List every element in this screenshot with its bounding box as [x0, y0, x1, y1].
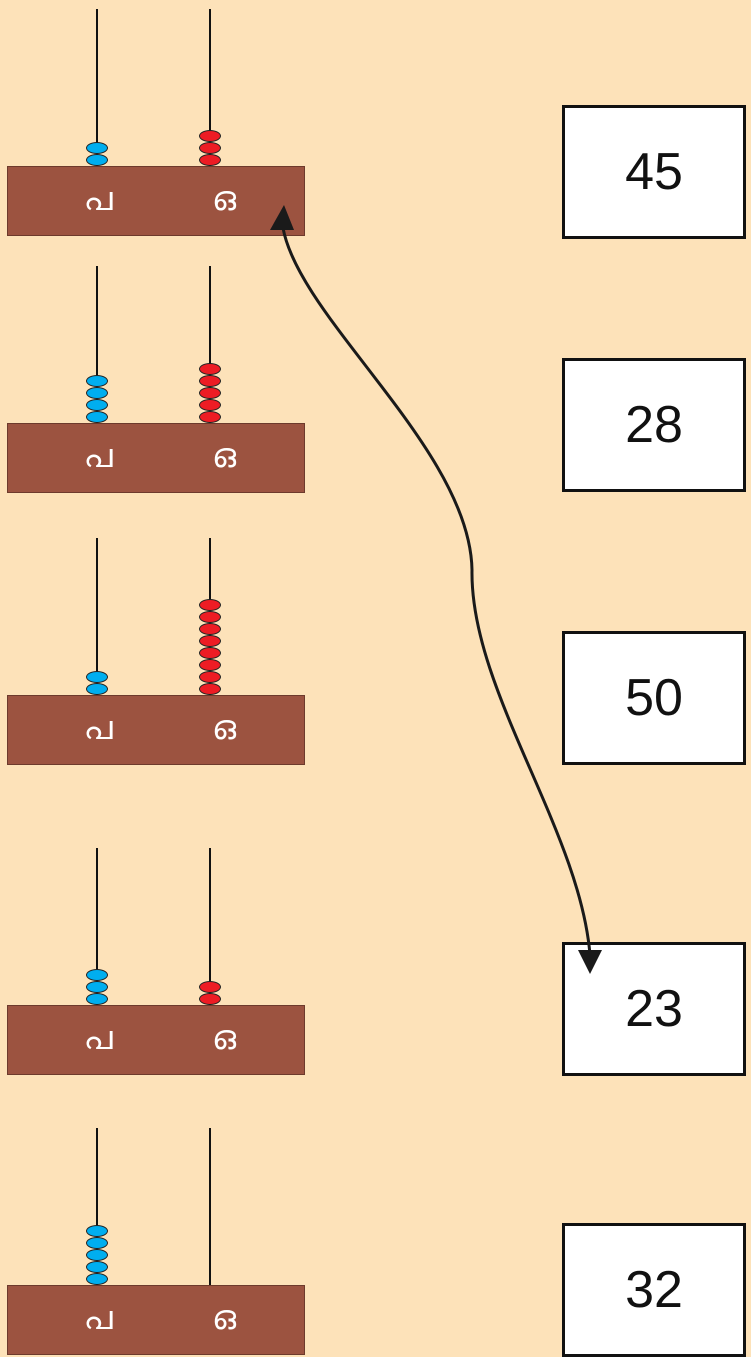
- ones-label: ഒ: [211, 436, 237, 476]
- ones-bead: [199, 671, 221, 683]
- ones-label: ഒ: [211, 708, 237, 748]
- tens-label: പ: [83, 1018, 113, 1058]
- tens-bead: [86, 1225, 108, 1237]
- abacus-2: പ ഒ: [0, 0, 310, 500]
- ones-bead: [199, 635, 221, 647]
- tens-rod: [96, 848, 98, 1005]
- number-box[interactable]: 50: [562, 631, 746, 765]
- ones-rod: [209, 1128, 211, 1285]
- ones-bead: [199, 683, 221, 695]
- tens-bead: [86, 387, 108, 399]
- abacus-3: പ ഒ: [0, 0, 310, 770]
- tens-bead: [86, 154, 108, 166]
- tens-label: പ: [83, 1298, 113, 1338]
- tens-label: പ: [83, 436, 113, 476]
- ones-bead: [199, 981, 221, 993]
- tens-rod: [96, 9, 98, 166]
- ones-bead: [199, 611, 221, 623]
- tens-bead: [86, 1273, 108, 1285]
- ones-bead: [199, 647, 221, 659]
- ones-bead: [199, 154, 221, 166]
- ones-bead: [199, 993, 221, 1005]
- tens-bead: [86, 142, 108, 154]
- tens-rod: [96, 266, 98, 423]
- ones-rod: [209, 266, 211, 423]
- tens-label: പ: [83, 179, 113, 219]
- ones-bead: [199, 130, 221, 142]
- abacus-base: പ ഒ: [7, 166, 305, 236]
- ones-label: ഒ: [211, 1018, 237, 1058]
- ones-bead: [199, 142, 221, 154]
- ones-bead: [199, 411, 221, 423]
- tens-label: പ: [83, 708, 113, 748]
- abacus-4: പ ഒ: [0, 0, 310, 1080]
- abacus-base: പ ഒ: [7, 1005, 305, 1075]
- abacus-1: പ ഒ: [0, 0, 310, 240]
- tens-bead: [86, 1261, 108, 1273]
- tens-bead: [86, 993, 108, 1005]
- ones-bead: [199, 363, 221, 375]
- ones-rod: [209, 848, 211, 1005]
- tens-bead: [86, 399, 108, 411]
- number-box[interactable]: 32: [562, 1223, 746, 1357]
- ones-bead: [199, 659, 221, 671]
- ones-bead: [199, 623, 221, 635]
- connector-curve: [281, 227, 592, 956]
- abacus-base: പ ഒ: [7, 1285, 305, 1355]
- tens-bead: [86, 981, 108, 993]
- tens-bead: [86, 1237, 108, 1249]
- ones-bead: [199, 399, 221, 411]
- abacus-base: പ ഒ: [7, 695, 305, 765]
- tens-rod: [96, 1128, 98, 1285]
- tens-rod: [96, 538, 98, 695]
- tens-bead: [86, 969, 108, 981]
- abacus-base: പ ഒ: [7, 423, 305, 493]
- ones-bead: [199, 599, 221, 611]
- ones-label: ഒ: [211, 1298, 237, 1338]
- number-box[interactable]: 28: [562, 358, 746, 492]
- tens-bead: [86, 1249, 108, 1261]
- tens-bead: [86, 671, 108, 683]
- abacus-5: പ ഒ: [0, 0, 310, 1355]
- ones-bead: [199, 375, 221, 387]
- tens-bead: [86, 683, 108, 695]
- ones-rod: [209, 9, 211, 166]
- ones-label: ഒ: [211, 179, 237, 219]
- tens-bead: [86, 411, 108, 423]
- number-box[interactable]: 45: [562, 105, 746, 239]
- tens-bead: [86, 375, 108, 387]
- number-box[interactable]: 23: [562, 942, 746, 1076]
- ones-bead: [199, 387, 221, 399]
